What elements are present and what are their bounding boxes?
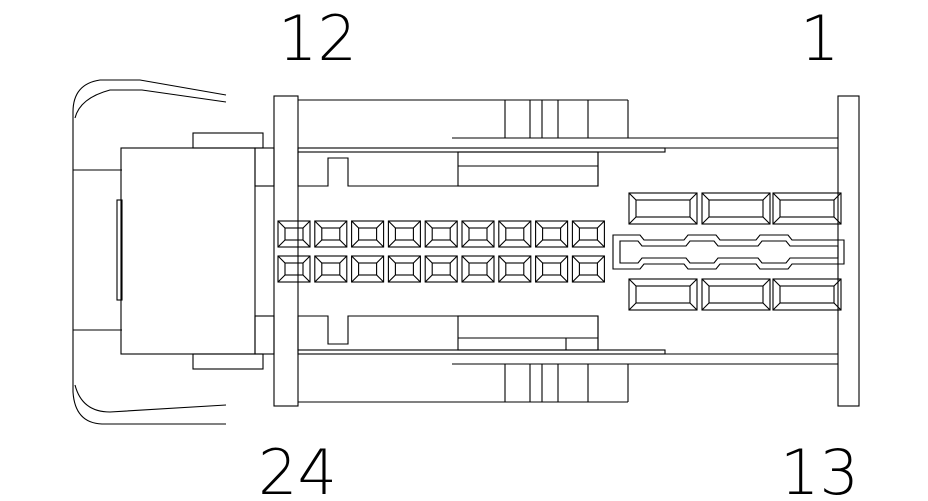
small-terminal-cavities bbox=[277, 220, 605, 283]
connector-shell bbox=[298, 95, 860, 407]
small-cavity bbox=[535, 255, 569, 283]
small-cavity bbox=[571, 220, 605, 248]
large-cavity bbox=[628, 278, 698, 311]
small-cavity bbox=[351, 220, 385, 248]
pin-label-13: 13 bbox=[780, 436, 859, 501]
small-cavity bbox=[351, 255, 385, 283]
large-cavity bbox=[701, 192, 771, 225]
small-cavity bbox=[498, 255, 532, 283]
bus-bar bbox=[612, 234, 845, 270]
pin-label-24: 24 bbox=[258, 436, 337, 501]
small-cavity bbox=[461, 220, 495, 248]
bottom-rail bbox=[297, 315, 838, 402]
small-cavity bbox=[387, 255, 421, 283]
small-cavity bbox=[424, 220, 458, 248]
small-cavity bbox=[535, 220, 569, 248]
small-cavity bbox=[571, 255, 605, 283]
small-cavity bbox=[277, 220, 311, 248]
large-cavity bbox=[628, 192, 698, 225]
small-cavity bbox=[461, 255, 495, 283]
locking-collar bbox=[273, 95, 299, 407]
small-cavity bbox=[314, 220, 348, 248]
small-cavity bbox=[387, 220, 421, 248]
large-cavity bbox=[772, 192, 842, 225]
large-cavity bbox=[772, 278, 842, 311]
pin-label-12: 12 bbox=[278, 2, 357, 75]
large-cavity bbox=[701, 278, 771, 311]
small-cavity bbox=[498, 220, 532, 248]
small-cavity bbox=[277, 255, 311, 283]
pin-label-1: 1 bbox=[800, 2, 839, 75]
latch-body bbox=[120, 132, 275, 370]
top-rail bbox=[297, 100, 838, 187]
latch-housing bbox=[72, 79, 227, 425]
small-cavity bbox=[314, 255, 348, 283]
small-cavity bbox=[424, 255, 458, 283]
large-terminal-cavities bbox=[628, 192, 842, 311]
